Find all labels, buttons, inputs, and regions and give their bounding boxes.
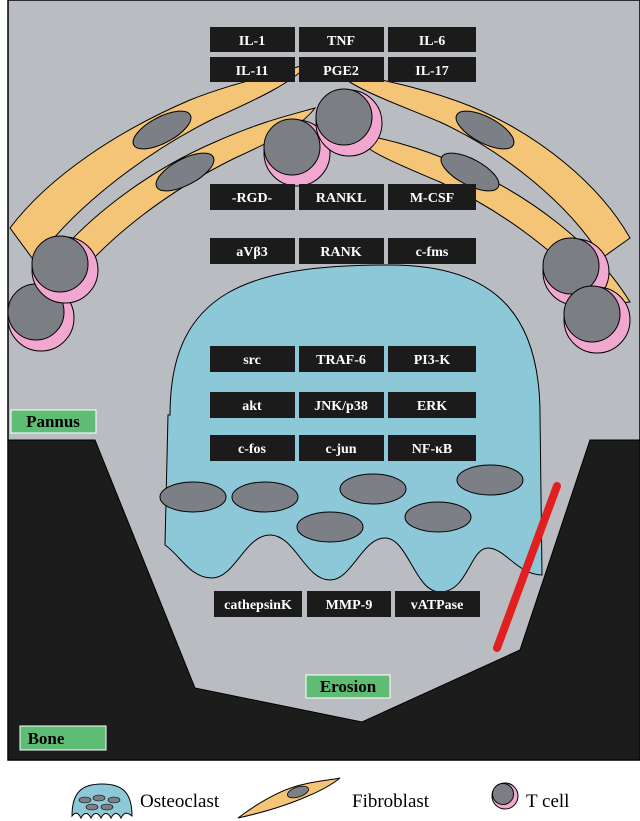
ligand-labels: -RGD- RANKL M-CSF <box>210 184 476 210</box>
enzyme-label: cathepsinK <box>224 598 292 613</box>
cytokine-label: TNF <box>327 34 355 49</box>
osteoclast-nucleus <box>456 464 524 496</box>
svg-text:Bone: Bone <box>28 729 65 748</box>
pannus-label: Pannus <box>10 409 97 434</box>
receptor-labels: aVβ3 RANK c-fms <box>210 238 476 264</box>
legend-osteoclast-icon <box>71 783 133 820</box>
signaling-label: ERK <box>417 399 447 414</box>
legend: Osteoclast Fibroblast T cell <box>71 777 569 820</box>
fibroblast-nucleus <box>455 110 515 150</box>
t-cell <box>263 118 331 187</box>
signaling-label: TRAF-6 <box>316 353 366 368</box>
enzyme-label: vATPase <box>411 598 464 613</box>
enzyme-labels: cathepsinK MMP-9 vATPase <box>214 591 480 617</box>
signaling-labels: src TRAF-6 PI3-K akt JNK/p38 ERK c-fos c… <box>210 346 476 461</box>
signaling-label: NF-κB <box>412 442 452 457</box>
erosion-label: Erosion <box>305 674 391 699</box>
osteoclast <box>164 264 543 593</box>
legend-tcell-icon <box>491 782 519 810</box>
legend-osteoclast-label: Osteoclast <box>140 791 220 812</box>
signaling-label: src <box>243 353 261 368</box>
signaling-label: c-jun <box>325 442 356 457</box>
receptor-label: RANK <box>320 245 361 260</box>
ligand-label: M-CSF <box>410 191 454 206</box>
bone-label: Bone <box>19 725 107 751</box>
fibroblast-nucleus <box>132 110 192 150</box>
signaling-label: PI3-K <box>414 353 451 368</box>
t-cell <box>31 235 99 304</box>
svg-text:Erosion: Erosion <box>320 677 377 696</box>
cytokine-label: IL-17 <box>415 64 448 79</box>
osteoclast-nucleus <box>404 501 472 533</box>
osteoclast-nucleus <box>231 481 299 513</box>
cytokine-label: IL-11 <box>236 64 269 79</box>
fibroblast-nucleus <box>440 152 500 192</box>
osteoclast-nucleus <box>296 511 364 543</box>
cytokine-label: IL-6 <box>419 34 445 49</box>
t-cell <box>563 285 631 354</box>
osteoclast-nucleus <box>339 473 407 505</box>
osteoclast-nucleus <box>159 481 227 513</box>
fibroblast <box>39 107 317 286</box>
t-cells <box>7 88 631 354</box>
cytokine-label: IL-1 <box>239 34 265 49</box>
receptor-label: c-fms <box>416 245 449 260</box>
erosion-front-line <box>493 482 561 652</box>
svg-text:Pannus: Pannus <box>26 412 80 431</box>
cytokine-label: PGE2 <box>323 64 359 79</box>
cytokine-labels: IL-1 TNF IL-6 IL-11 PGE2 IL-17 <box>210 27 476 82</box>
signaling-label: JNK/p38 <box>314 399 368 414</box>
t-cell <box>315 88 383 157</box>
fibroblast-nucleus <box>155 152 215 192</box>
ligand-label: RANKL <box>316 191 367 206</box>
receptor-label: aVβ3 <box>236 245 268 260</box>
osteoclast-nuclei <box>159 464 524 543</box>
enzyme-label: MMP-9 <box>326 598 373 613</box>
legend-fibroblast-label: Fibroblast <box>352 791 430 812</box>
signaling-label: akt <box>242 399 262 414</box>
bone-region <box>7 439 640 761</box>
legend-fibroblast-icon <box>237 777 341 819</box>
legend-tcell-label: T cell <box>526 791 569 812</box>
signaling-label: c-fos <box>238 442 267 457</box>
ligand-label: -RGD- <box>232 191 273 206</box>
